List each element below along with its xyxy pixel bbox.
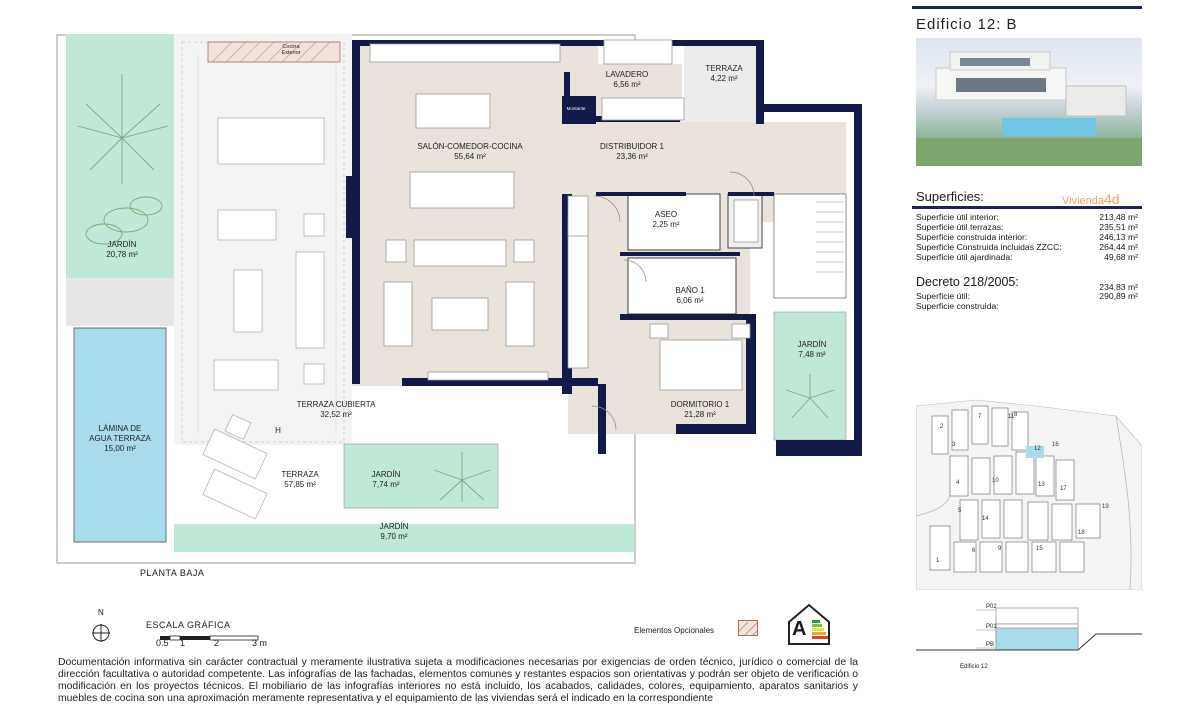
level-name: PLANTA BAJA bbox=[140, 568, 205, 578]
garden-top-strip bbox=[66, 34, 174, 62]
decreto-title: Decreto 218/2005: bbox=[916, 275, 1019, 289]
section-caption: Edificio 12 bbox=[960, 664, 988, 670]
north-compass bbox=[88, 616, 114, 642]
top-rule bbox=[912, 6, 1142, 9]
decreto-row: Superficie construida: bbox=[916, 301, 999, 311]
surface-row: Superficie útil ajardinada:49,68 m² bbox=[916, 252, 1138, 262]
energy-rating-letter: A bbox=[792, 618, 807, 640]
building-title: Edificio 12: B bbox=[916, 16, 1018, 33]
scale-bar-graphic bbox=[160, 635, 259, 641]
scale-tick-2: 2 bbox=[214, 638, 220, 648]
building-section: P02 P01 PB Edificio 12 bbox=[916, 604, 1142, 674]
palm-plants bbox=[77, 74, 835, 502]
svg-text:14: 14 bbox=[982, 516, 989, 522]
surfaces-rule bbox=[912, 206, 1142, 209]
svg-text:10: 10 bbox=[992, 478, 999, 484]
svg-text:11: 11 bbox=[1008, 414, 1015, 420]
garden-center bbox=[343, 443, 499, 509]
surface-row: Superficie construida interior:246,13 m² bbox=[916, 232, 1138, 242]
scale-tick-1: 1 bbox=[180, 638, 186, 648]
svg-text:17: 17 bbox=[1060, 486, 1067, 492]
svg-text:2: 2 bbox=[940, 424, 944, 430]
svg-text:1: 1 bbox=[936, 558, 940, 564]
decreto-row: Superficie útil:290,89 m² bbox=[916, 291, 1138, 301]
svg-text:15: 15 bbox=[1036, 546, 1043, 552]
montante-label: Montante bbox=[566, 106, 586, 111]
garden-bottom bbox=[174, 524, 634, 552]
north-arrow-icon bbox=[92, 624, 110, 642]
svg-text:18: 18 bbox=[1078, 530, 1085, 536]
section-level-p01: P01 bbox=[986, 624, 997, 630]
floor-plan-drawing bbox=[56, 34, 862, 564]
svg-text:4: 4 bbox=[956, 480, 960, 486]
building-rendering bbox=[916, 38, 1142, 166]
section-level-pb: PB bbox=[986, 642, 995, 648]
scale-title: ESCALA GRÁFICA bbox=[146, 620, 231, 630]
svg-text:12: 12 bbox=[1034, 446, 1041, 452]
svg-text:16: 16 bbox=[1052, 442, 1059, 448]
svg-text:8: 8 bbox=[1014, 412, 1018, 418]
scale-bar bbox=[160, 630, 259, 641]
north-label: N bbox=[98, 608, 104, 617]
surfaces-title: Superficies: bbox=[916, 189, 984, 204]
svg-text:7: 7 bbox=[978, 414, 982, 420]
svg-text:9: 9 bbox=[998, 546, 1002, 552]
surface-row: Superficie útil interior:213,48 m² bbox=[916, 212, 1138, 222]
svg-text:3: 3 bbox=[952, 442, 956, 448]
room-label-cocina-exterior: Cocina Exterior bbox=[281, 44, 301, 56]
section-drawing bbox=[916, 607, 1142, 651]
svg-text:13: 13 bbox=[1038, 482, 1045, 488]
section-level-p02: P02 bbox=[986, 604, 997, 610]
optional-elements-label: Elementos Opcionales bbox=[634, 626, 715, 635]
svg-text:5: 5 bbox=[958, 508, 962, 514]
surface-row: Superficie Construida incluidas ZZCC:264… bbox=[916, 242, 1138, 252]
vivienda-type: Vivienda4d bbox=[1062, 191, 1120, 207]
hatch-swatch-icon bbox=[737, 620, 759, 637]
surface-row: Superficie útil terrazas:235,51 m² bbox=[916, 222, 1138, 232]
energy-rating-icon: A bbox=[786, 602, 832, 646]
water-sheet bbox=[73, 327, 167, 543]
h-marker: H bbox=[275, 426, 281, 435]
garden-left bbox=[66, 62, 174, 278]
svg-text:6: 6 bbox=[972, 548, 976, 554]
scale-tick-05: 0.5 bbox=[156, 638, 169, 648]
svg-text:19: 19 bbox=[1102, 504, 1109, 510]
scale-tick-3: 3 m bbox=[252, 638, 268, 648]
